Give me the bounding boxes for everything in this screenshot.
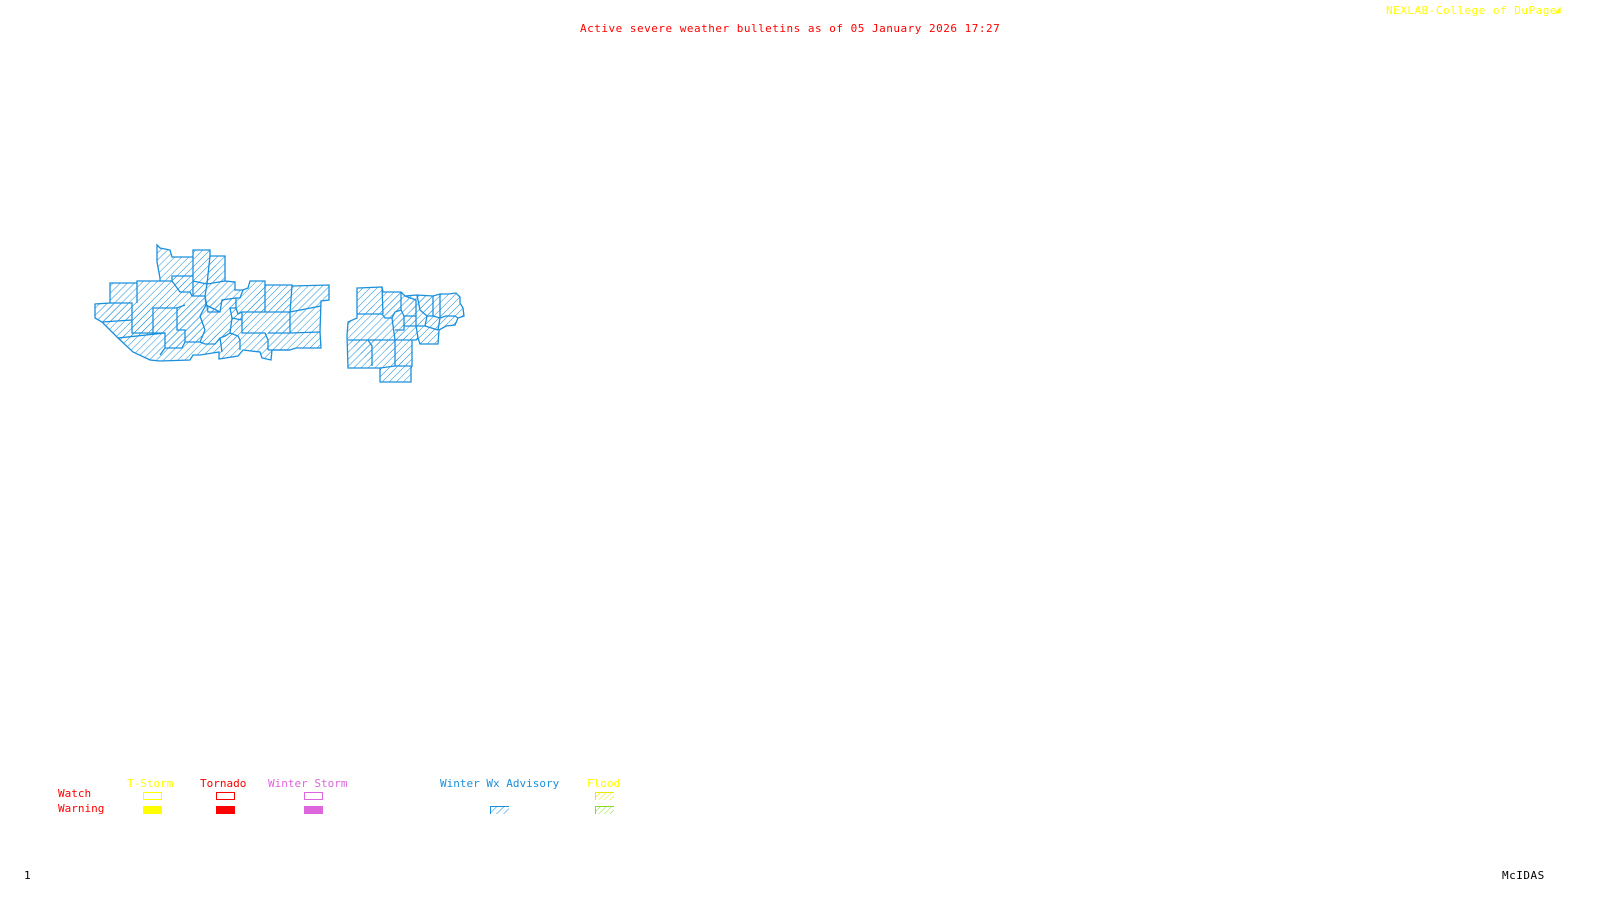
legend-winter-storm-watch-swatch (304, 792, 323, 800)
legend-winter-storm-label: Winter Storm (268, 777, 348, 790)
legend-tstorm-label: T-Storm (127, 777, 174, 790)
advisory-region-east[interactable] (346, 286, 465, 383)
legend-tstorm-watch-swatch (143, 792, 162, 800)
cursor-icon: ◢ (1554, 3, 1562, 16)
legend-flood-watch-swatch (595, 792, 614, 800)
legend-flood-label: Flood (587, 777, 621, 790)
legend-winter-advisory-swatch (490, 806, 509, 814)
page-title: Active severe weather bulletins as of 05… (580, 22, 1001, 35)
legend-winter-storm-warning-swatch (304, 806, 323, 814)
legend-tornado-label: Tornado (200, 777, 247, 790)
legend-tstorm-warning-swatch (143, 806, 162, 814)
credit-label: NEXLAB-College of DuPage (1386, 4, 1557, 17)
legend-tornado-warning-swatch (216, 806, 235, 814)
software-label: McIDAS (1502, 869, 1545, 882)
frame-number: 1 (24, 869, 32, 882)
legend-row-watch: Watch (58, 787, 92, 800)
legend-flood-warning-swatch (595, 806, 614, 814)
advisory-region-west[interactable] (94, 243, 330, 362)
legend-tornado-watch-swatch (216, 792, 235, 800)
legend-winter-advisory-label: Winter Wx Advisory (440, 777, 560, 790)
legend-row-warning: Warning (58, 802, 105, 815)
